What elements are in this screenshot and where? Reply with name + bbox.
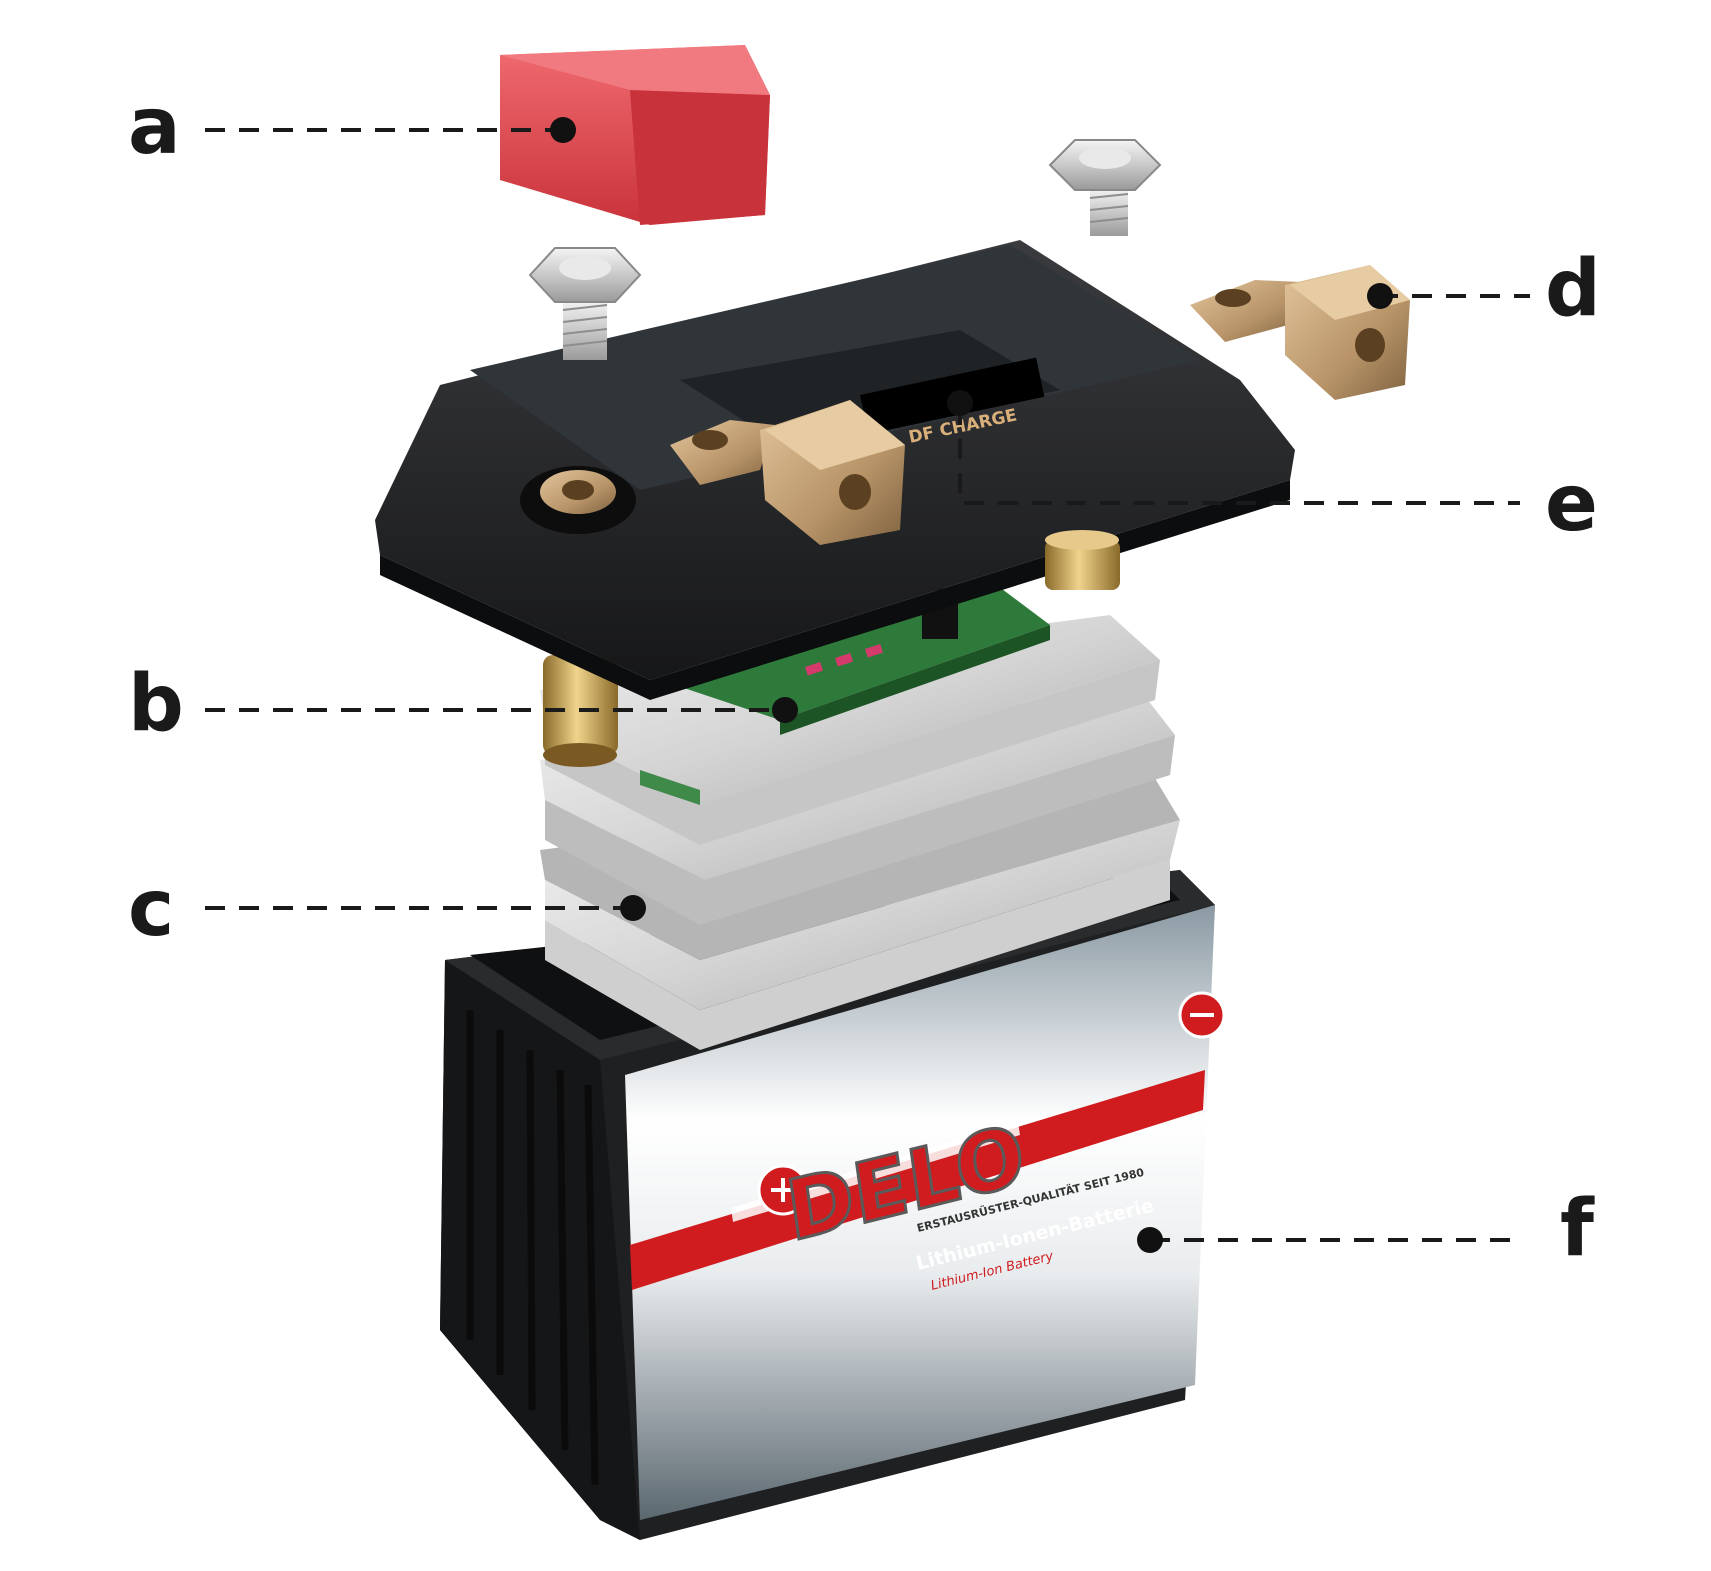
callout-lines [205, 128, 1530, 1242]
left-lid-nut [520, 466, 636, 534]
callout-dot-b [772, 697, 798, 723]
right-terminal-post [1045, 530, 1120, 590]
callout-dot-d [1367, 283, 1393, 309]
terminal-cap [500, 45, 770, 225]
minus-terminal-badge [1178, 991, 1226, 1039]
callout-dot-a [550, 117, 576, 143]
case-ribs [466, 1010, 599, 1486]
callout-label-a: a [128, 82, 181, 172]
right-bolt [1048, 139, 1162, 236]
callout-label-e: e [1545, 459, 1598, 549]
lid-terminal-adapter [670, 400, 905, 545]
callout-label-f: f [1560, 1184, 1594, 1274]
callout-dot-e [947, 390, 973, 416]
left-bolt [528, 247, 642, 360]
plus-terminal-badge [757, 1164, 809, 1216]
left-terminal-post [543, 655, 618, 767]
callout-label-d: d [1545, 244, 1601, 334]
callout-dot-c [620, 895, 646, 921]
callout-label-c: c [128, 864, 175, 954]
callout-label-b: b [128, 659, 184, 749]
callout-dot-f [1137, 1227, 1163, 1253]
callout-dots [550, 117, 1393, 1253]
pcb-board [660, 560, 1050, 735]
case-label: DELO ERSTAUSRÜSTER-QUALITÄT SEIT 1980 Li… [625, 905, 1226, 1520]
